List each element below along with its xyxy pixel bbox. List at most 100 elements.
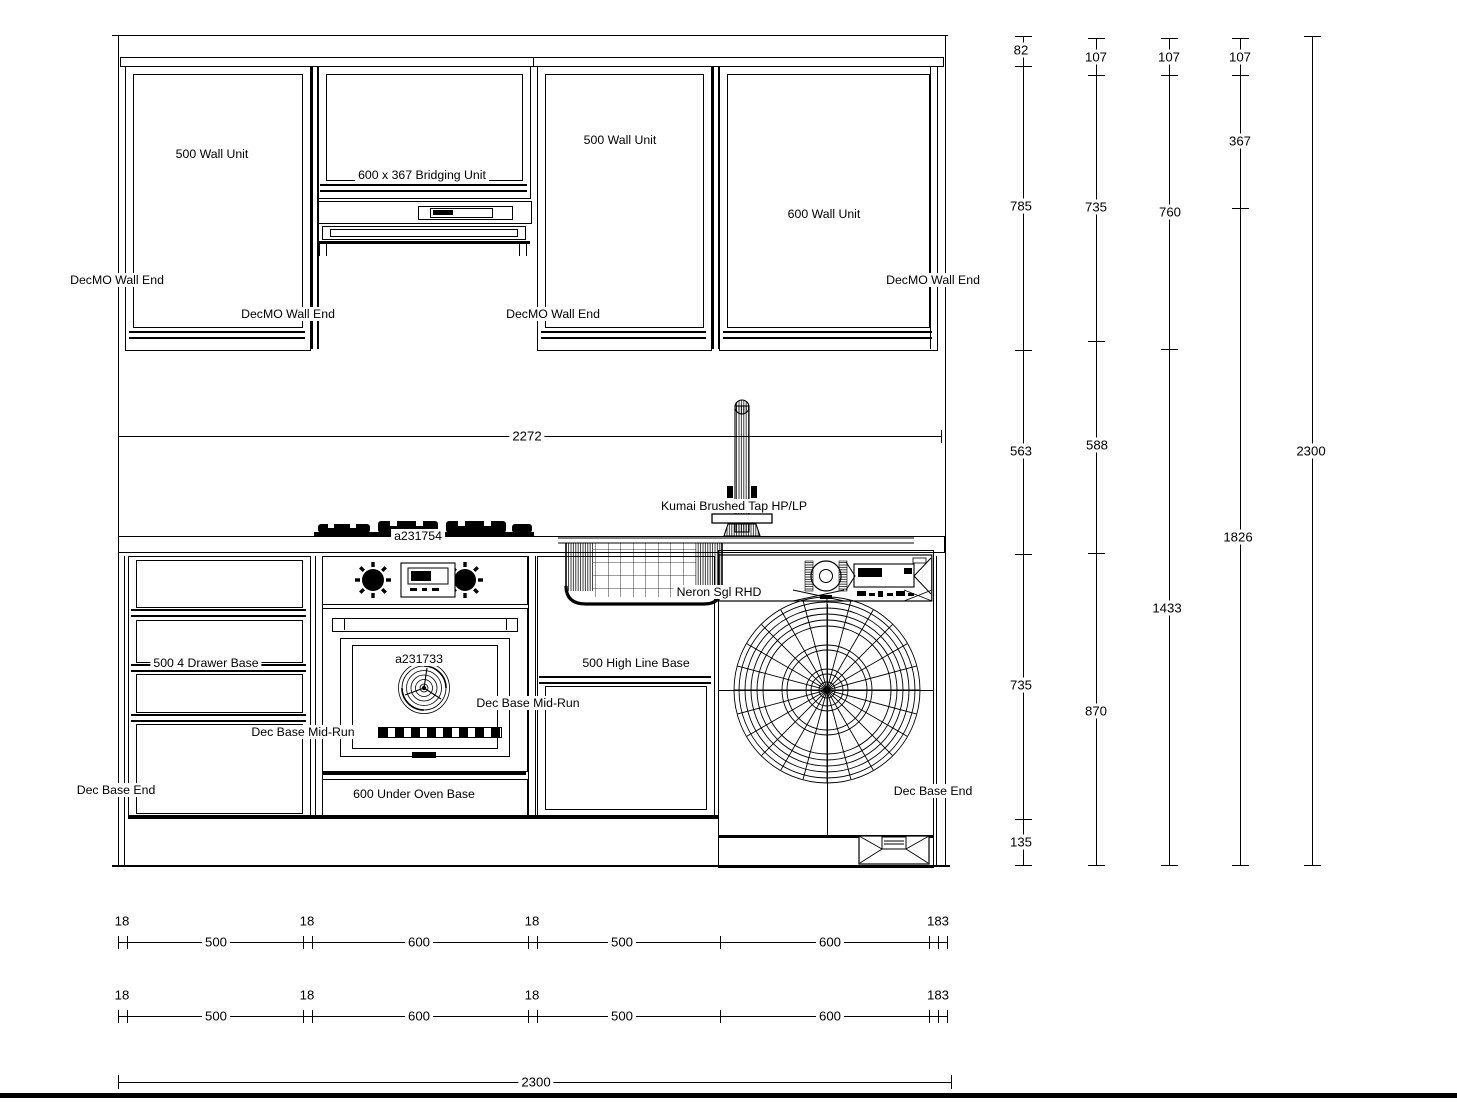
dim-tick: [929, 936, 930, 949]
washing-machine-plinth: [718, 835, 934, 868]
dim-tick: [951, 1075, 952, 1089]
sink-label: Neron Sgl RHD: [673, 585, 765, 599]
segment-dim: 600: [815, 934, 845, 950]
segment-dim: 600: [404, 1008, 434, 1024]
decmo-wall-end-panel-left: [311, 66, 319, 349]
ceiling-line: [112, 35, 948, 36]
oven-housing-side: [528, 556, 529, 816]
oven-handle-cap: [344, 618, 345, 630]
panel-dim: 183: [923, 987, 953, 1003]
bridging-unit-band: [320, 184, 527, 192]
dim-tick: [1231, 208, 1249, 209]
dim-value: 107: [1081, 49, 1111, 65]
decmo-wall-end-label: DecMO Wall End: [67, 273, 167, 287]
dim-value: 735: [1081, 199, 1111, 215]
high-line-door: [545, 686, 707, 810]
sheet-bottom-border: [0, 1093, 1457, 1098]
dim-tick: [1014, 554, 1032, 555]
dim-tick: [947, 1010, 948, 1023]
high-line-divider: [539, 676, 711, 684]
segment-dim: 500: [607, 1008, 637, 1024]
dim-tick: [1303, 36, 1321, 37]
overall-width-dim: 2300: [518, 1074, 554, 1090]
decmo-wall-end-label: DecMO Wall End: [503, 307, 603, 321]
left-wall-line: [118, 35, 119, 866]
segment-dim: 500: [201, 1008, 231, 1024]
dim-tick: [537, 936, 538, 949]
hood-canopy-inner: [330, 229, 518, 237]
dec-base-end-panel-left: [124, 556, 125, 865]
dim-tick: [303, 1010, 304, 1023]
washing-machine-side: [718, 550, 719, 865]
under-oven-base-label: 600 Under Oven Base: [350, 787, 478, 801]
floor-line: [112, 865, 950, 867]
dim-value: 785: [1006, 198, 1036, 214]
oven-control-panel: [322, 556, 528, 605]
dim-tick: [1231, 75, 1249, 76]
dim-tick: [537, 1010, 538, 1023]
tap-label: Kumai Brushed Tap HP/LP: [657, 499, 811, 513]
dim-tick: [127, 1010, 128, 1023]
dim-value: 735: [1006, 677, 1036, 693]
dim-tick: [1087, 865, 1105, 866]
dim-tick: [1014, 36, 1032, 37]
dim-tick: [1160, 349, 1178, 350]
worktop: [118, 536, 945, 553]
panel-dim: 18: [111, 913, 133, 929]
dim-tick: [1014, 819, 1032, 820]
drawer-divider-band: [131, 609, 306, 617]
drawer-front-1: [136, 560, 303, 608]
hood-control-strip: [430, 208, 493, 218]
dim-tick: [118, 1075, 119, 1089]
tap-drawing: [711, 399, 773, 537]
washing-machine-side: [933, 550, 934, 865]
dim-value: 135: [1006, 834, 1036, 850]
dec-base-mid-run-label: Dec Base Mid-Run: [248, 725, 358, 739]
dec-base-end-label: Dec Base End: [890, 784, 976, 798]
dim-tick: [1087, 38, 1105, 39]
dim-value: 107: [1154, 49, 1184, 65]
dim-tick: [938, 1010, 939, 1023]
dim-tick: [118, 936, 119, 949]
oven-handle-cap: [506, 618, 507, 630]
segment-dim: 600: [815, 1008, 845, 1024]
oven-label: a231733: [392, 652, 446, 666]
oven-controls-drawing: [355, 562, 483, 598]
bridging-unit: [318, 66, 531, 199]
dim-value: 1433: [1149, 600, 1185, 616]
panel-dim: 18: [521, 913, 543, 929]
dim-value: 870: [1081, 703, 1111, 719]
dim-tick: [528, 1010, 529, 1023]
dec-base-end-panel-right: [936, 556, 937, 865]
hood-support: [519, 244, 520, 256]
bridging-unit-label: 600 x 367 Bridging Unit: [355, 168, 489, 182]
segment-dim: 500: [607, 934, 637, 950]
worktop-run-dimension-tick: [941, 430, 942, 443]
dim-column-line: [1240, 38, 1241, 866]
hood-support: [526, 244, 527, 256]
washing-machine-panel-drawing: [718, 554, 933, 602]
base-unit-bottom-band: [128, 815, 718, 819]
dim-tick: [1014, 865, 1032, 866]
drawer-front-3: [136, 674, 303, 713]
oven-handle: [332, 618, 518, 632]
dec-base-end-label: Dec Base End: [73, 783, 159, 797]
hood-canopy: [322, 226, 526, 240]
dim-value: 1826: [1220, 529, 1256, 545]
dim-value: 107: [1225, 49, 1255, 65]
dim-tick: [1160, 75, 1178, 76]
oven-vent-row: [378, 727, 502, 738]
panel-dim: 18: [296, 913, 318, 929]
oven-fan-drawing: [398, 662, 450, 714]
segment-dim: 500: [201, 934, 231, 950]
dim-tick: [1303, 865, 1321, 866]
dim-tick: [1231, 38, 1249, 39]
hood-support: [326, 244, 327, 256]
decmo-wall-end-panel-right: [930, 66, 931, 349]
wall-unit-500-right: [537, 66, 712, 351]
dim-tick: [1087, 341, 1105, 342]
decmo-wall-end-label: DecMO Wall End: [883, 273, 983, 287]
high-line-base-label: 500 High Line Base: [579, 656, 693, 670]
wall-unit-500-left-label: 500 Wall Unit: [172, 147, 252, 161]
